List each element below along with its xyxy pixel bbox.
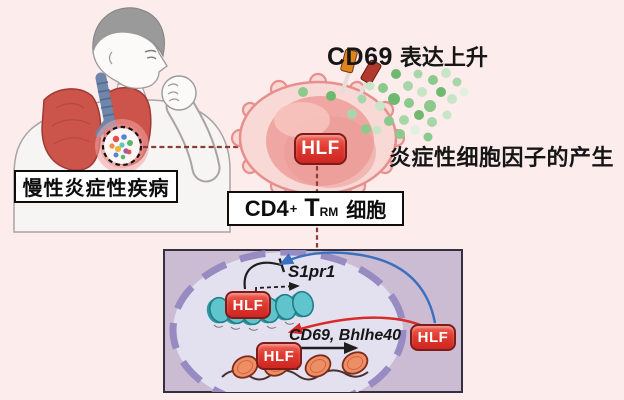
cd69-gene-text: CD69	[327, 43, 393, 71]
cd69-heading-text: 表达上升	[399, 45, 488, 70]
cd69-receptor-icons	[340, 48, 382, 100]
disease-label-box: 慢性炎症性疾病	[14, 170, 178, 203]
s1pr1-gene-label: S1pr1	[288, 262, 336, 281]
t-text: T	[304, 194, 320, 222]
coughing-arm	[161, 75, 221, 183]
repression-arrow-icon	[243, 261, 282, 290]
cd69-heading: CD69 表达上升	[327, 40, 488, 72]
cd4-text: CD4	[244, 195, 289, 221]
hlf-badge-cell: HLF	[294, 133, 347, 165]
cd4-plus-sup: +	[289, 201, 298, 216]
hlf-badge-open-chromatin: HLF	[256, 342, 302, 370]
hlf-badge-cytoplasm: HLF	[410, 324, 456, 351]
hlf-badge-closed-chromatin: HLF	[225, 291, 271, 319]
cd69-bhlhe40-gene-label: CD69, Bhlhe40	[289, 327, 402, 344]
fist-icon	[161, 75, 197, 111]
inflamed-site-icon	[95, 119, 149, 173]
disease-label: 慢性炎症性疾病	[22, 178, 170, 200]
cytokine-production-label: 炎症性细胞因子的产生	[389, 145, 615, 170]
face	[92, 31, 168, 89]
trm-cell-icon	[230, 48, 406, 203]
nuclear-entry-arrow-icon	[278, 251, 437, 324]
nucleus-panel	[163, 249, 463, 393]
pathogen-dots-icon	[109, 134, 133, 160]
trm-sub: RM	[319, 205, 339, 219]
cell-suffix: 细胞	[346, 200, 387, 222]
cytokine-dots-icon	[298, 68, 469, 142]
